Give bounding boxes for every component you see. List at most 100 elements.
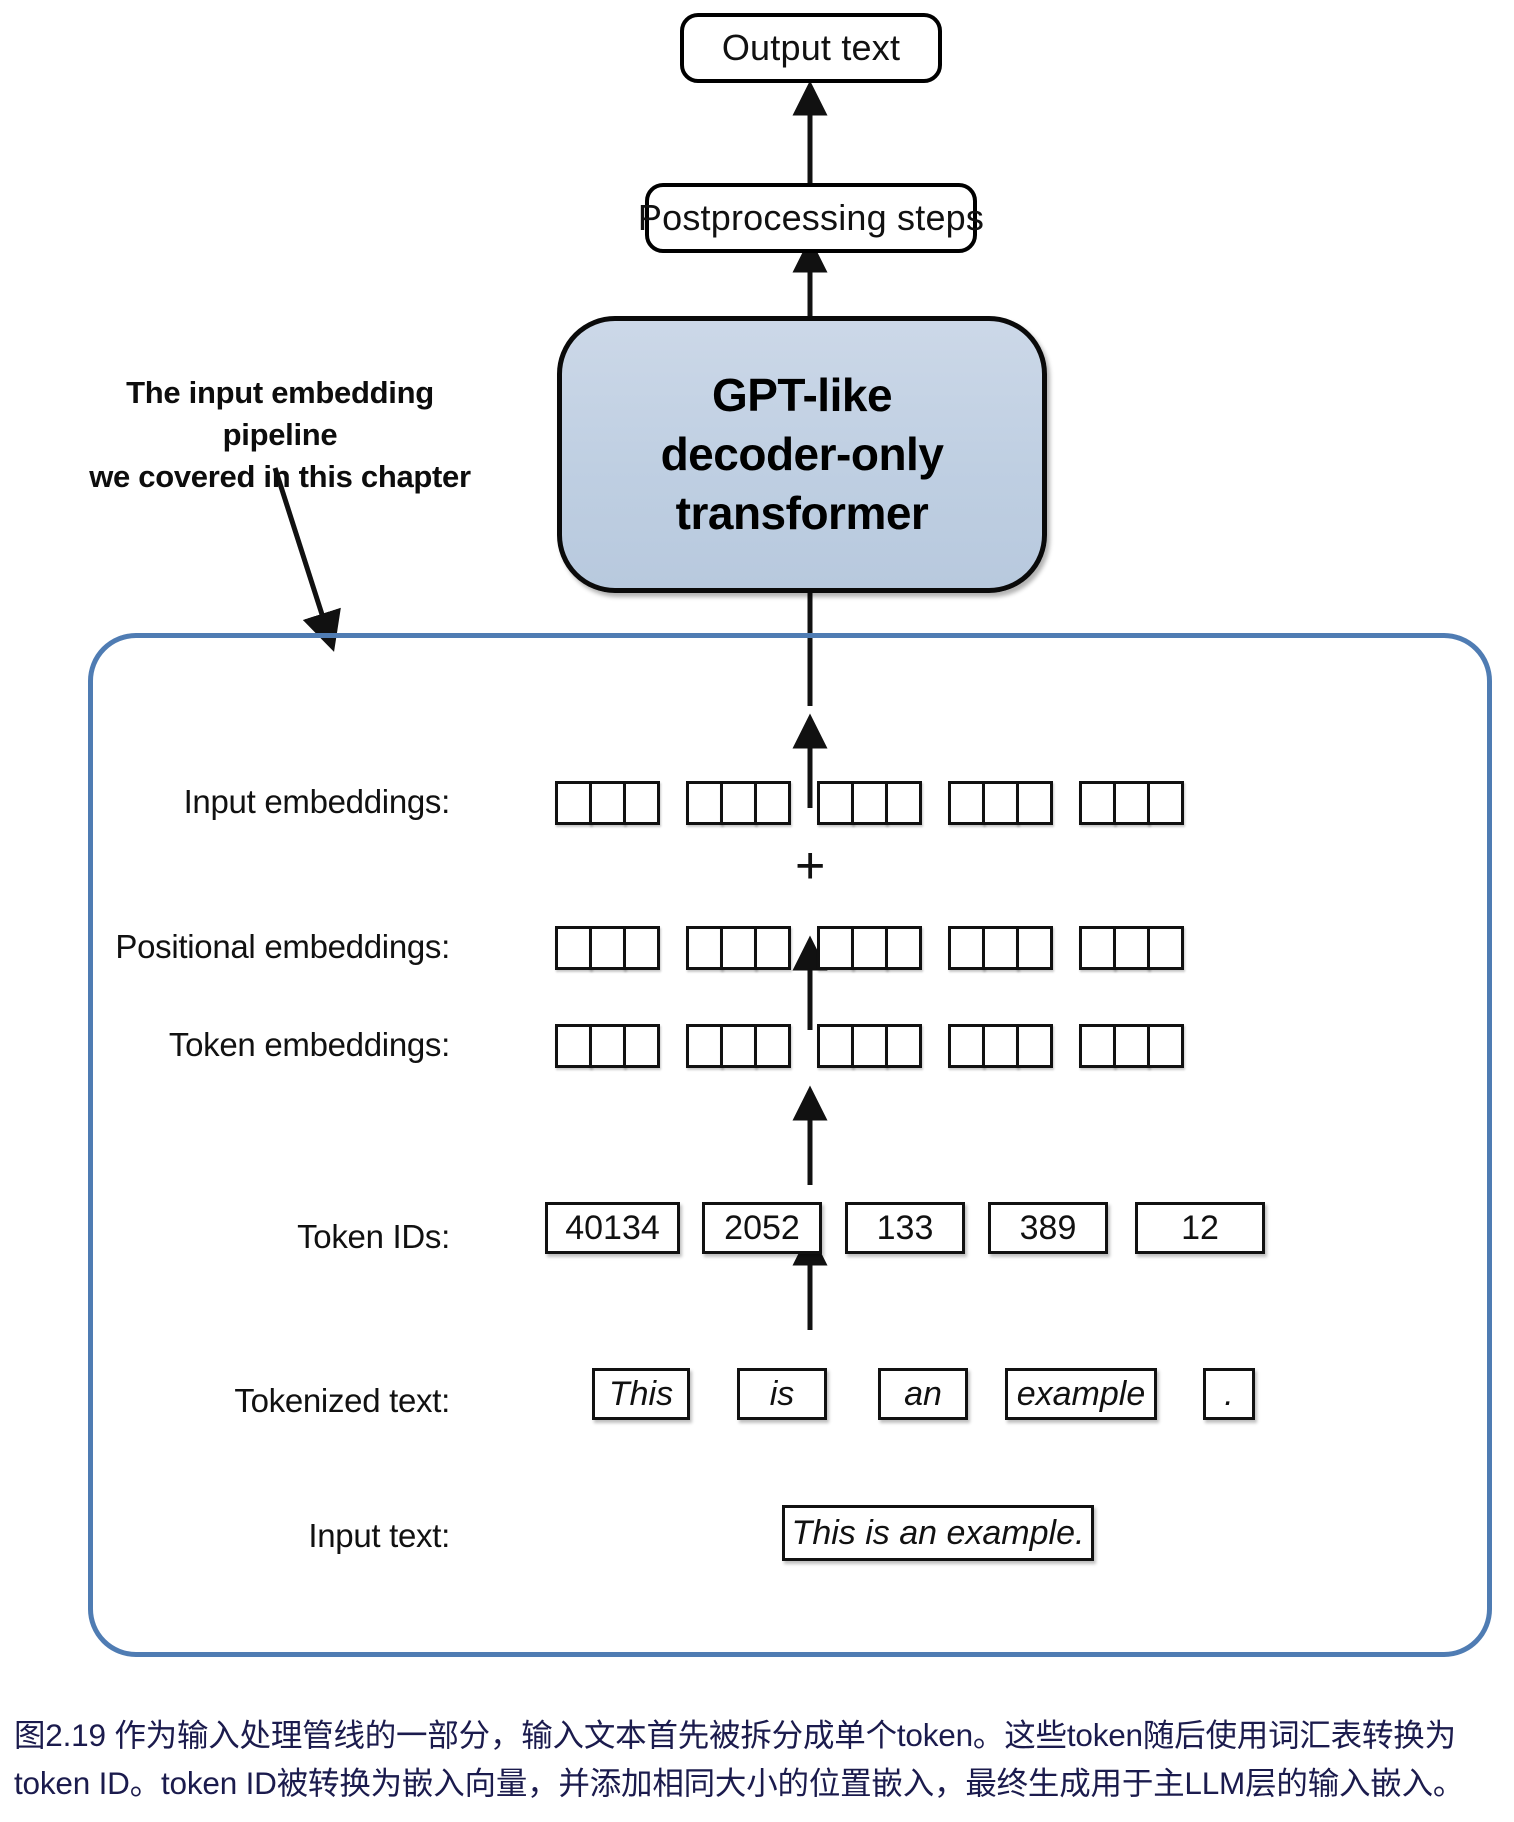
- token-id-box[interactable]: 40134: [545, 1202, 680, 1254]
- postprocessing-steps-box[interactable]: Postprocessing steps: [638, 183, 984, 253]
- embedding-cell: [720, 926, 757, 970]
- embedding-cell: [817, 1024, 854, 1068]
- row-label-tokenized-text: Tokenized text:: [234, 1382, 450, 1419]
- output-text-label: Output text: [721, 27, 901, 68]
- embedding-cell: [851, 1024, 888, 1068]
- row-label-input-embeddings: Input embeddings:: [183, 783, 451, 820]
- row-positional-embeddings-cells: [555, 926, 1184, 970]
- pipeline-annotation: The input embedding pipeline we covered …: [70, 372, 490, 498]
- gpt-line-1: GPT-like: [711, 369, 893, 422]
- embedding-cell: [754, 1024, 791, 1068]
- token-value: example: [1016, 1374, 1146, 1413]
- token-id-value: 389: [1019, 1208, 1077, 1247]
- embedding-group[interactable]: [817, 926, 922, 970]
- gpt-line-3: transformer: [675, 486, 929, 539]
- annotation-line-1: The input embedding pipeline: [126, 375, 434, 452]
- embedding-group[interactable]: [686, 1024, 791, 1068]
- embedding-cell: [720, 781, 757, 825]
- annotation-line-2: we covered in this chapter: [89, 458, 471, 494]
- token-box[interactable]: example: [1005, 1368, 1157, 1420]
- embedding-cell: [623, 926, 660, 970]
- embedding-group[interactable]: [817, 781, 922, 825]
- token-value: .: [1224, 1374, 1234, 1413]
- token-id-box[interactable]: 133: [845, 1202, 965, 1254]
- embedding-group[interactable]: [1079, 781, 1184, 825]
- token-id-value: 40134: [565, 1208, 660, 1247]
- embedding-cell: [1147, 926, 1184, 970]
- output-text-box[interactable]: Output text: [680, 13, 942, 83]
- gpt-transformer-block[interactable]: GPT-like decoder-only transformer: [557, 316, 1047, 593]
- embedding-cell: [982, 781, 1019, 825]
- embedding-cell: [1079, 926, 1116, 970]
- embedding-cell: [1016, 1024, 1053, 1068]
- embedding-cell: [1113, 781, 1150, 825]
- embedding-group[interactable]: [555, 926, 660, 970]
- embedding-cell: [623, 781, 660, 825]
- row-token-embeddings-cells: [555, 1024, 1184, 1068]
- embedding-cell: [1113, 1024, 1150, 1068]
- embedding-group[interactable]: [948, 926, 1053, 970]
- caption-line-2: token ID。token ID被转换为嵌入向量，并添加相同大小的位置嵌入，最…: [14, 1764, 1465, 1801]
- token-value: is: [769, 1374, 795, 1413]
- row-label-positional-embeddings: Positional embeddings:: [115, 928, 450, 965]
- embedding-cell: [686, 926, 723, 970]
- embedding-group[interactable]: [555, 1024, 660, 1068]
- embedding-cell: [1147, 1024, 1184, 1068]
- embedding-cell: [589, 1024, 626, 1068]
- token-box[interactable]: an: [878, 1368, 968, 1420]
- input-text-value: This is an example.: [791, 1513, 1085, 1552]
- token-id-box[interactable]: 12: [1135, 1202, 1265, 1254]
- token-id-box[interactable]: 389: [988, 1202, 1108, 1254]
- gpt-line-2: decoder-only: [660, 428, 944, 481]
- token-box[interactable]: This: [592, 1368, 690, 1420]
- embedding-cell: [555, 781, 592, 825]
- embedding-cell: [817, 781, 854, 825]
- embedding-cell: [885, 926, 922, 970]
- embedding-cell: [948, 926, 985, 970]
- embedding-cell: [1016, 926, 1053, 970]
- row-label-token-ids: Token IDs:: [297, 1218, 450, 1255]
- token-value: an: [904, 1374, 942, 1413]
- sum-plus-symbol: +: [795, 837, 826, 895]
- input-text-box[interactable]: This is an example.: [782, 1505, 1094, 1561]
- embedding-cell: [982, 926, 1019, 970]
- embedding-cell: [885, 1024, 922, 1068]
- embedding-group[interactable]: [1079, 926, 1184, 970]
- embedding-cell: [720, 1024, 757, 1068]
- gpt-transformer-text: GPT-like decoder-only transformer: [661, 366, 944, 543]
- embedding-cell: [817, 926, 854, 970]
- embedding-cell: [589, 781, 626, 825]
- embedding-cell: [948, 1024, 985, 1068]
- embedding-cell: [1079, 1024, 1116, 1068]
- token-box[interactable]: .: [1203, 1368, 1255, 1420]
- embedding-cell: [623, 1024, 660, 1068]
- input-embedding-pipeline-container: [88, 633, 1492, 1657]
- embedding-cell: [754, 926, 791, 970]
- embedding-group[interactable]: [555, 781, 660, 825]
- token-id-value: 12: [1181, 1208, 1219, 1247]
- embedding-group[interactable]: [948, 781, 1053, 825]
- token-id-box[interactable]: 2052: [702, 1202, 822, 1254]
- token-value: This: [608, 1374, 674, 1413]
- embedding-cell: [589, 926, 626, 970]
- embedding-cell: [851, 781, 888, 825]
- embedding-cell: [1147, 781, 1184, 825]
- embedding-group[interactable]: [817, 1024, 922, 1068]
- embedding-group[interactable]: [948, 1024, 1053, 1068]
- embedding-cell: [686, 781, 723, 825]
- token-box[interactable]: is: [737, 1368, 827, 1420]
- embedding-cell: [686, 1024, 723, 1068]
- postprocessing-steps-label: Postprocessing steps: [637, 197, 985, 238]
- embedding-group[interactable]: [686, 781, 791, 825]
- embedding-cell: [885, 781, 922, 825]
- embedding-cell: [1113, 926, 1150, 970]
- embedding-cell: [754, 781, 791, 825]
- embedding-cell: [1079, 781, 1116, 825]
- token-id-value: 133: [876, 1208, 934, 1247]
- row-label-token-embeddings: Token embeddings:: [168, 1026, 450, 1063]
- caption-line-1: 图2.19 作为输入处理管线的一部分，输入文本首先被拆分成单个token。这些t…: [14, 1717, 1456, 1753]
- embedding-group[interactable]: [1079, 1024, 1184, 1068]
- figure-caption: 图2.19 作为输入处理管线的一部分，输入文本首先被拆分成单个token。这些t…: [14, 1712, 1504, 1808]
- embedding-group[interactable]: [686, 926, 791, 970]
